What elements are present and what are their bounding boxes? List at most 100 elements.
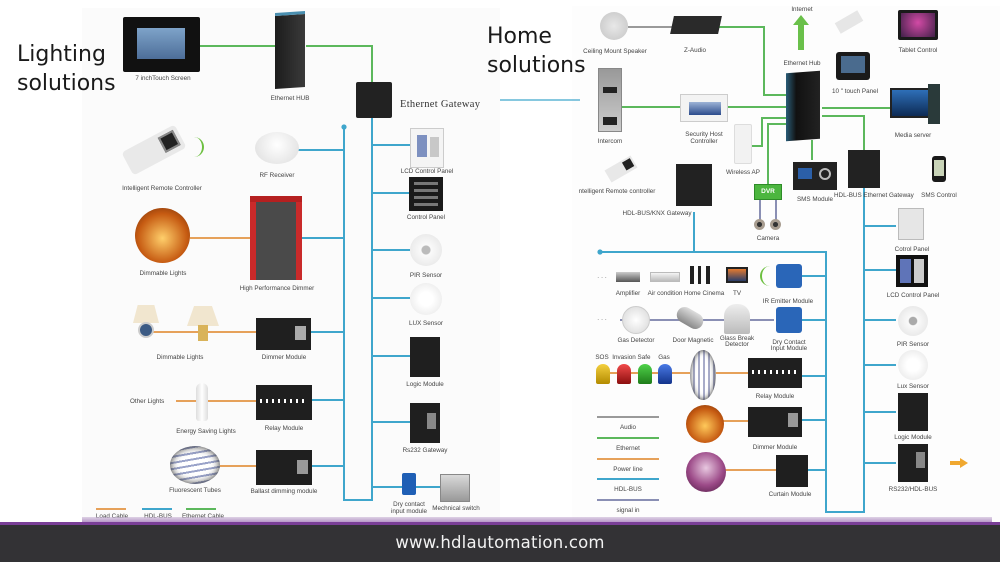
glass-break-label-line1: Glass Break <box>719 335 755 342</box>
legend-label-signal-in: signal in <box>616 507 640 514</box>
intercom-icon <box>598 68 622 132</box>
home-lux-icon <box>898 350 928 380</box>
sms-module-label: SMS Module <box>796 196 834 203</box>
ethernet-wire <box>822 115 865 150</box>
hdl-bus-wire <box>694 180 865 513</box>
legend-label-home-ethernet: Ethernet <box>616 445 640 452</box>
dry-contact-label: Dry contact input module <box>384 501 434 515</box>
home-title: Home solutions <box>487 22 586 80</box>
curtain-module-label: Curtain Module <box>768 491 812 498</box>
home-rs232-icon <box>898 444 928 482</box>
curtain-icon <box>686 452 726 492</box>
rs232-gateway-label: Rs232 Gateway <box>402 447 448 454</box>
legend-swatch-power-line <box>597 458 659 460</box>
footer-url[interactable]: www.hdlautomation.com <box>395 533 605 552</box>
home-cinema-icon <box>690 266 714 284</box>
lux-sensor-label: LUX Sensor <box>409 320 443 327</box>
lcd-control-panel-label: LCD Control Panel <box>400 168 454 175</box>
lighting-title: Lighting solutions <box>17 40 116 98</box>
lighting-title-line1: Lighting <box>17 42 106 67</box>
home-ethernet-hub-label: Ethernet Hub <box>783 60 821 67</box>
pc-tower-icon <box>928 84 940 124</box>
security-host-icon <box>680 94 728 122</box>
z-audio-label: Z-Audio <box>683 47 707 54</box>
hdl-bus-wire <box>343 112 373 501</box>
legend-swatch-load <box>96 508 126 510</box>
ellipsis: · · · <box>597 274 607 281</box>
camera-icon <box>770 219 781 230</box>
safe-alarm-light-icon <box>638 364 652 384</box>
intercom-label: Intercom <box>597 138 623 145</box>
dvr-label: DVR <box>761 188 775 195</box>
internet-up-arrow-icon <box>793 15 809 50</box>
security-host-label-line2: Controller <box>690 137 718 145</box>
internet-label: Internet <box>791 6 813 13</box>
logic-module-label: Logic Module <box>406 381 444 388</box>
ballast-module-icon <box>256 450 312 485</box>
legend-swatch-signal-in <box>597 499 659 501</box>
sos-alarm-light-icon <box>596 364 610 384</box>
dimmable-lights-label: Dimmable Lights <box>139 270 187 277</box>
camera-label: Camera <box>756 235 780 242</box>
home-lcd-panel-icon <box>896 255 928 287</box>
home-title-line2: solutions <box>487 53 586 78</box>
logic-module-icon <box>410 337 440 377</box>
home-dry-contact-label: Dry Contact Input Module <box>764 339 814 353</box>
dimmer-module-label: Dimmer Module <box>261 354 307 361</box>
lux-sensor-icon <box>410 283 442 315</box>
smartphone-icon <box>932 156 946 182</box>
glass-break-label: Glass Break Detector <box>716 335 758 349</box>
tv-label: TV <box>732 290 742 297</box>
ethernet-hub-label: Ethernet HUB <box>270 95 310 102</box>
tablet-label: Tablet Control <box>898 47 938 54</box>
legend-label-ethernet: Ethernet Cable <box>178 513 228 521</box>
gas-label: Gas <box>658 354 670 361</box>
security-host-label-line1: Security Host <box>685 131 723 138</box>
touch-screen-label: 7 inchTouch Screen <box>135 75 191 82</box>
sms-module-icon <box>793 162 837 190</box>
relay-module-label: Relay Module <box>264 425 304 432</box>
amplifier-icon <box>616 272 640 282</box>
ethernet-wire <box>767 123 786 184</box>
pir-sensor-icon <box>410 234 442 266</box>
chandelier-icon <box>135 208 190 263</box>
touch-panel-icon <box>836 52 870 80</box>
security-host-label: Security Host Controller <box>680 131 728 145</box>
invasion-label: Invasion <box>612 354 636 361</box>
wall-lamp-base-icon <box>198 325 208 341</box>
home-logic-module-label: Logic Module <box>894 434 932 441</box>
ellipsis: · · · <box>597 316 607 323</box>
safe-label: Safe <box>637 354 651 361</box>
home-logic-module-icon <box>898 393 928 431</box>
legend-swatch-hdl-bus <box>142 508 172 510</box>
sms-control-label: SMS Control <box>921 192 957 199</box>
hdl-ethernet-gateway-icon <box>848 150 880 188</box>
speaker-label: Ceiling Mount Speaker <box>583 48 647 55</box>
legend-label-load: Load Cable <box>92 513 132 521</box>
legend-label-home-hdl-bus: HDL-BUS <box>614 486 642 493</box>
remote-controller-label: Intelligent Remote Controller <box>122 185 202 192</box>
camera-icon <box>754 219 765 230</box>
wireless-signal-icon <box>190 137 204 157</box>
ethernet-gateway-label: Ethernet Gateway <box>400 99 481 110</box>
media-server-label: Media server <box>894 132 932 139</box>
home-dry-contact-label-line2: Input Module <box>770 345 808 353</box>
lighting-title-line2: solutions <box>17 71 116 96</box>
ballast-label: Ballast dimming module <box>250 488 318 495</box>
legend-label-hdl-bus: HDL-BUS <box>138 513 178 521</box>
home-title-line1: Home <box>487 24 552 49</box>
legend-swatch-home-hdl-bus <box>597 478 659 480</box>
invasion-alarm-light-icon <box>617 364 631 384</box>
home-control-panel-label: Cotrol Panel <box>894 246 930 253</box>
rf-receiver-icon <box>255 132 299 164</box>
legend-label-power-line: Power line <box>613 466 643 473</box>
home-remote-label: ntelligent Remote controller <box>578 188 656 195</box>
next-arrow-icon[interactable] <box>950 458 968 468</box>
table-lamp-icon <box>133 305 159 323</box>
air-condition-label: Air condition <box>647 290 683 297</box>
mechanical-switch-icon <box>440 474 470 502</box>
media-server-icon <box>890 88 932 118</box>
glass-break-detector-icon <box>724 304 750 334</box>
